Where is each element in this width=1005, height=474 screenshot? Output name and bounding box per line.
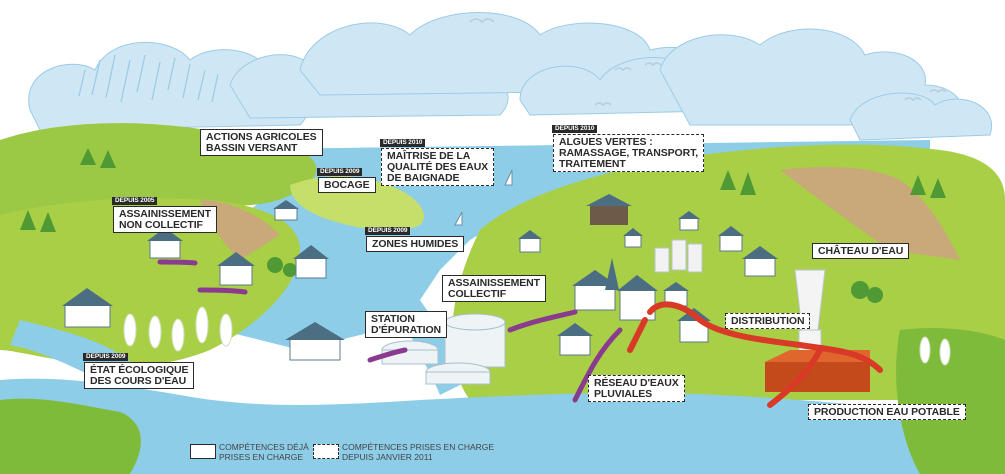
birds [469, 18, 947, 107]
label-bocage: DEPUIS 2009 BOCAGE [317, 168, 376, 193]
silos [654, 239, 703, 273]
label-etat-text: ÉTAT ÉCOLOGIQUE DES COURS D'EAU [90, 364, 189, 387]
label-zones-humides: DEPUIS 2009 ZONES HUMIDES [365, 227, 465, 252]
label-chateau-eau: CHÂTEAU D'EAU [812, 243, 910, 259]
grass-fg-left [0, 398, 141, 474]
label-assainissement-collectif-text: ASSAINISSEMENT COLLECTIF [448, 277, 540, 300]
label-reseau-text: RÉSEAU D'EAUX PLUVIALES [594, 377, 679, 400]
label-algues-vertes: DEPUIS 2010 ALGUES VERTES : RAMASSAGE, T… [552, 125, 705, 172]
legend-swatch-new [313, 444, 339, 459]
rain-lines [78, 54, 219, 103]
label-production-text: PRODUCTION EAU POTABLE [814, 406, 960, 418]
trees [20, 148, 946, 303]
field-right [780, 167, 960, 260]
label-bocage-text: BOCAGE [324, 179, 370, 191]
label-actions-agricoles-text: ACTIONS AGRICOLES BASSIN VERSANT [206, 131, 317, 154]
treatment-tanks [381, 313, 506, 385]
poplars [123, 306, 951, 366]
label-anc-text: ASSAINISSEMENT NON COLLECTIF [119, 208, 211, 231]
label-algues-since: DEPUIS 2010 [552, 125, 598, 133]
boats [454, 169, 513, 226]
houses [62, 194, 778, 361]
legend-swatch-existing [190, 444, 216, 459]
grass-fg-right [896, 328, 1005, 474]
label-actions-agricoles: ACTIONS AGRICOLES BASSIN VERSANT [200, 129, 323, 156]
label-distribution-text: DISTRIBUTION [731, 315, 805, 327]
clouds [28, 12, 993, 141]
label-etat-ecologique: DEPUIS 2009 ÉTAT ÉCOLOGIQUE DES COURS D'… [83, 353, 195, 389]
label-maitrise-text: MAÎTRISE DE LA QUALITÉ DES EAUX DE BAIGN… [387, 150, 489, 184]
pipes-purple [157, 259, 623, 403]
label-distribution: DISTRIBUTION [725, 313, 811, 329]
label-etat-since: DEPUIS 2009 [83, 353, 129, 361]
field-left [200, 200, 280, 260]
label-maitrise-baignade: DEPUIS 2010 MAÎTRISE DE LA QUALITÉ DES E… [380, 139, 495, 186]
river [0, 378, 1005, 474]
label-production-eau: PRODUCTION EAU POTABLE [808, 404, 966, 420]
label-anc: DEPUIS 2005 ASSAINISSEMENT NON COLLECTIF [112, 197, 217, 233]
label-reseau-pluviales: RÉSEAU D'EAUX PLUVIALES [588, 375, 685, 402]
label-maitrise-since: DEPUIS 2010 [380, 139, 426, 147]
label-zones-humides-text: ZONES HUMIDES [372, 238, 459, 250]
label-algues-text: ALGUES VERTES : RAMASSAGE, TRANSPORT, TR… [559, 136, 699, 170]
label-assainissement-collectif: ASSAINISSEMENT COLLECTIF [442, 275, 546, 302]
label-anc-since: DEPUIS 2005 [112, 197, 158, 205]
label-station-text: STATION D'ÉPURATION [371, 313, 442, 336]
legend-text-new: COMPÉTENCES PRISES EN CHARGE DEPUIS JANV… [342, 442, 495, 462]
label-station-epuration: STATION D'ÉPURATION [365, 311, 448, 338]
label-zones-humides-since: DEPUIS 2009 [365, 227, 411, 235]
legend-text-existing: COMPÉTENCES DÉJÀ PRISES EN CHARGE [219, 442, 309, 462]
label-chateau-text: CHÂTEAU D'EAU [818, 245, 904, 257]
pipes-red [627, 301, 883, 408]
label-bocage-since: DEPUIS 2009 [317, 168, 363, 176]
